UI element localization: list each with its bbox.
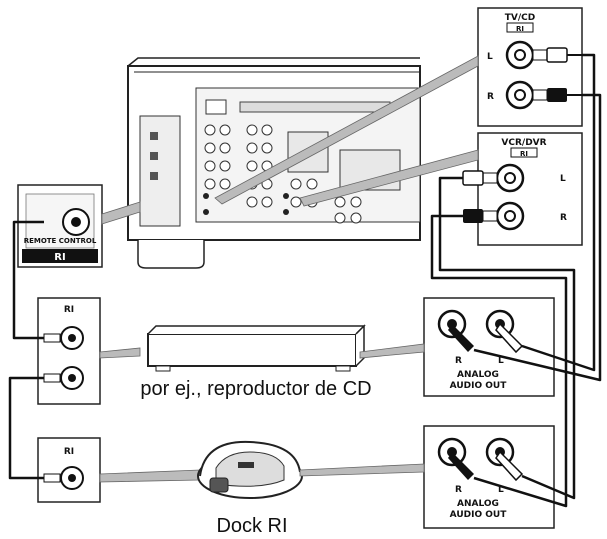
ri-cable-player-to-dock [8, 376, 44, 480]
tvcd-l-label: L [487, 52, 493, 62]
dock-caption: Dock RI [216, 515, 287, 537]
av-receiver-rear-panel [127, 57, 421, 269]
analog-top-callout [359, 343, 425, 359]
remote-callout [101, 201, 141, 225]
vcrdvr-ri-badge: RI [520, 150, 528, 158]
analog-bottom-l-label: L [498, 485, 504, 495]
analog-top-r-label: R [455, 356, 462, 366]
vcrdvr-title: VCR/DVR [501, 138, 546, 148]
tvcd-input-panel: TV/CD RI L R [477, 7, 583, 127]
tvcd-ri-badge: RI [516, 25, 524, 33]
analog-bottom-line1: ANALOG [457, 499, 499, 509]
tvcd-callout [214, 55, 479, 205]
ri-player-callout [99, 347, 141, 359]
remote-control-label: REMOTE CONTROL [24, 237, 97, 245]
ri-dock-callout [99, 469, 201, 483]
analog-top-line2: AUDIO OUT [450, 381, 508, 391]
analog-top-line1: ANALOG [457, 370, 499, 380]
cd-player-device [147, 324, 366, 372]
ri-dock-panel: RI [37, 437, 101, 503]
ri-cable-remote-to-player [12, 220, 44, 340]
audio-cable-tvcd-r [473, 93, 602, 382]
remote-control-ri-panel: REMOTE CONTROL RI [17, 184, 103, 268]
analog-audio-out-top: R L ANALOG AUDIO OUT [423, 297, 555, 397]
vcrdvr-l-label: L [560, 174, 566, 184]
ri-player-panel: RI [37, 297, 101, 405]
cd-player-caption: por ej., reproductor de CD [140, 378, 371, 400]
analog-bottom-callout [299, 463, 425, 477]
audio-cable-vcrdvr-r [430, 214, 568, 508]
tvcd-title: TV/CD [505, 13, 535, 23]
analog-top-l-label: L [498, 356, 504, 366]
ri-dock-label: RI [64, 447, 74, 457]
analog-bottom-line2: AUDIO OUT [450, 510, 508, 520]
ri-dock-device [197, 440, 303, 499]
vcrdvr-r-label: R [560, 213, 567, 223]
analog-bottom-r-label: R [455, 485, 462, 495]
ri-player-label: RI [64, 305, 74, 315]
vcrdvr-callout [299, 149, 479, 207]
analog-audio-out-bottom: R L ANALOG AUDIO OUT [423, 425, 555, 529]
audio-cable-tvcd [521, 53, 596, 372]
vcrdvr-input-panel: VCR/DVR RI L R [462, 132, 583, 246]
tvcd-r-label: R [487, 92, 494, 102]
remote-ri-badge: RI [54, 252, 65, 263]
